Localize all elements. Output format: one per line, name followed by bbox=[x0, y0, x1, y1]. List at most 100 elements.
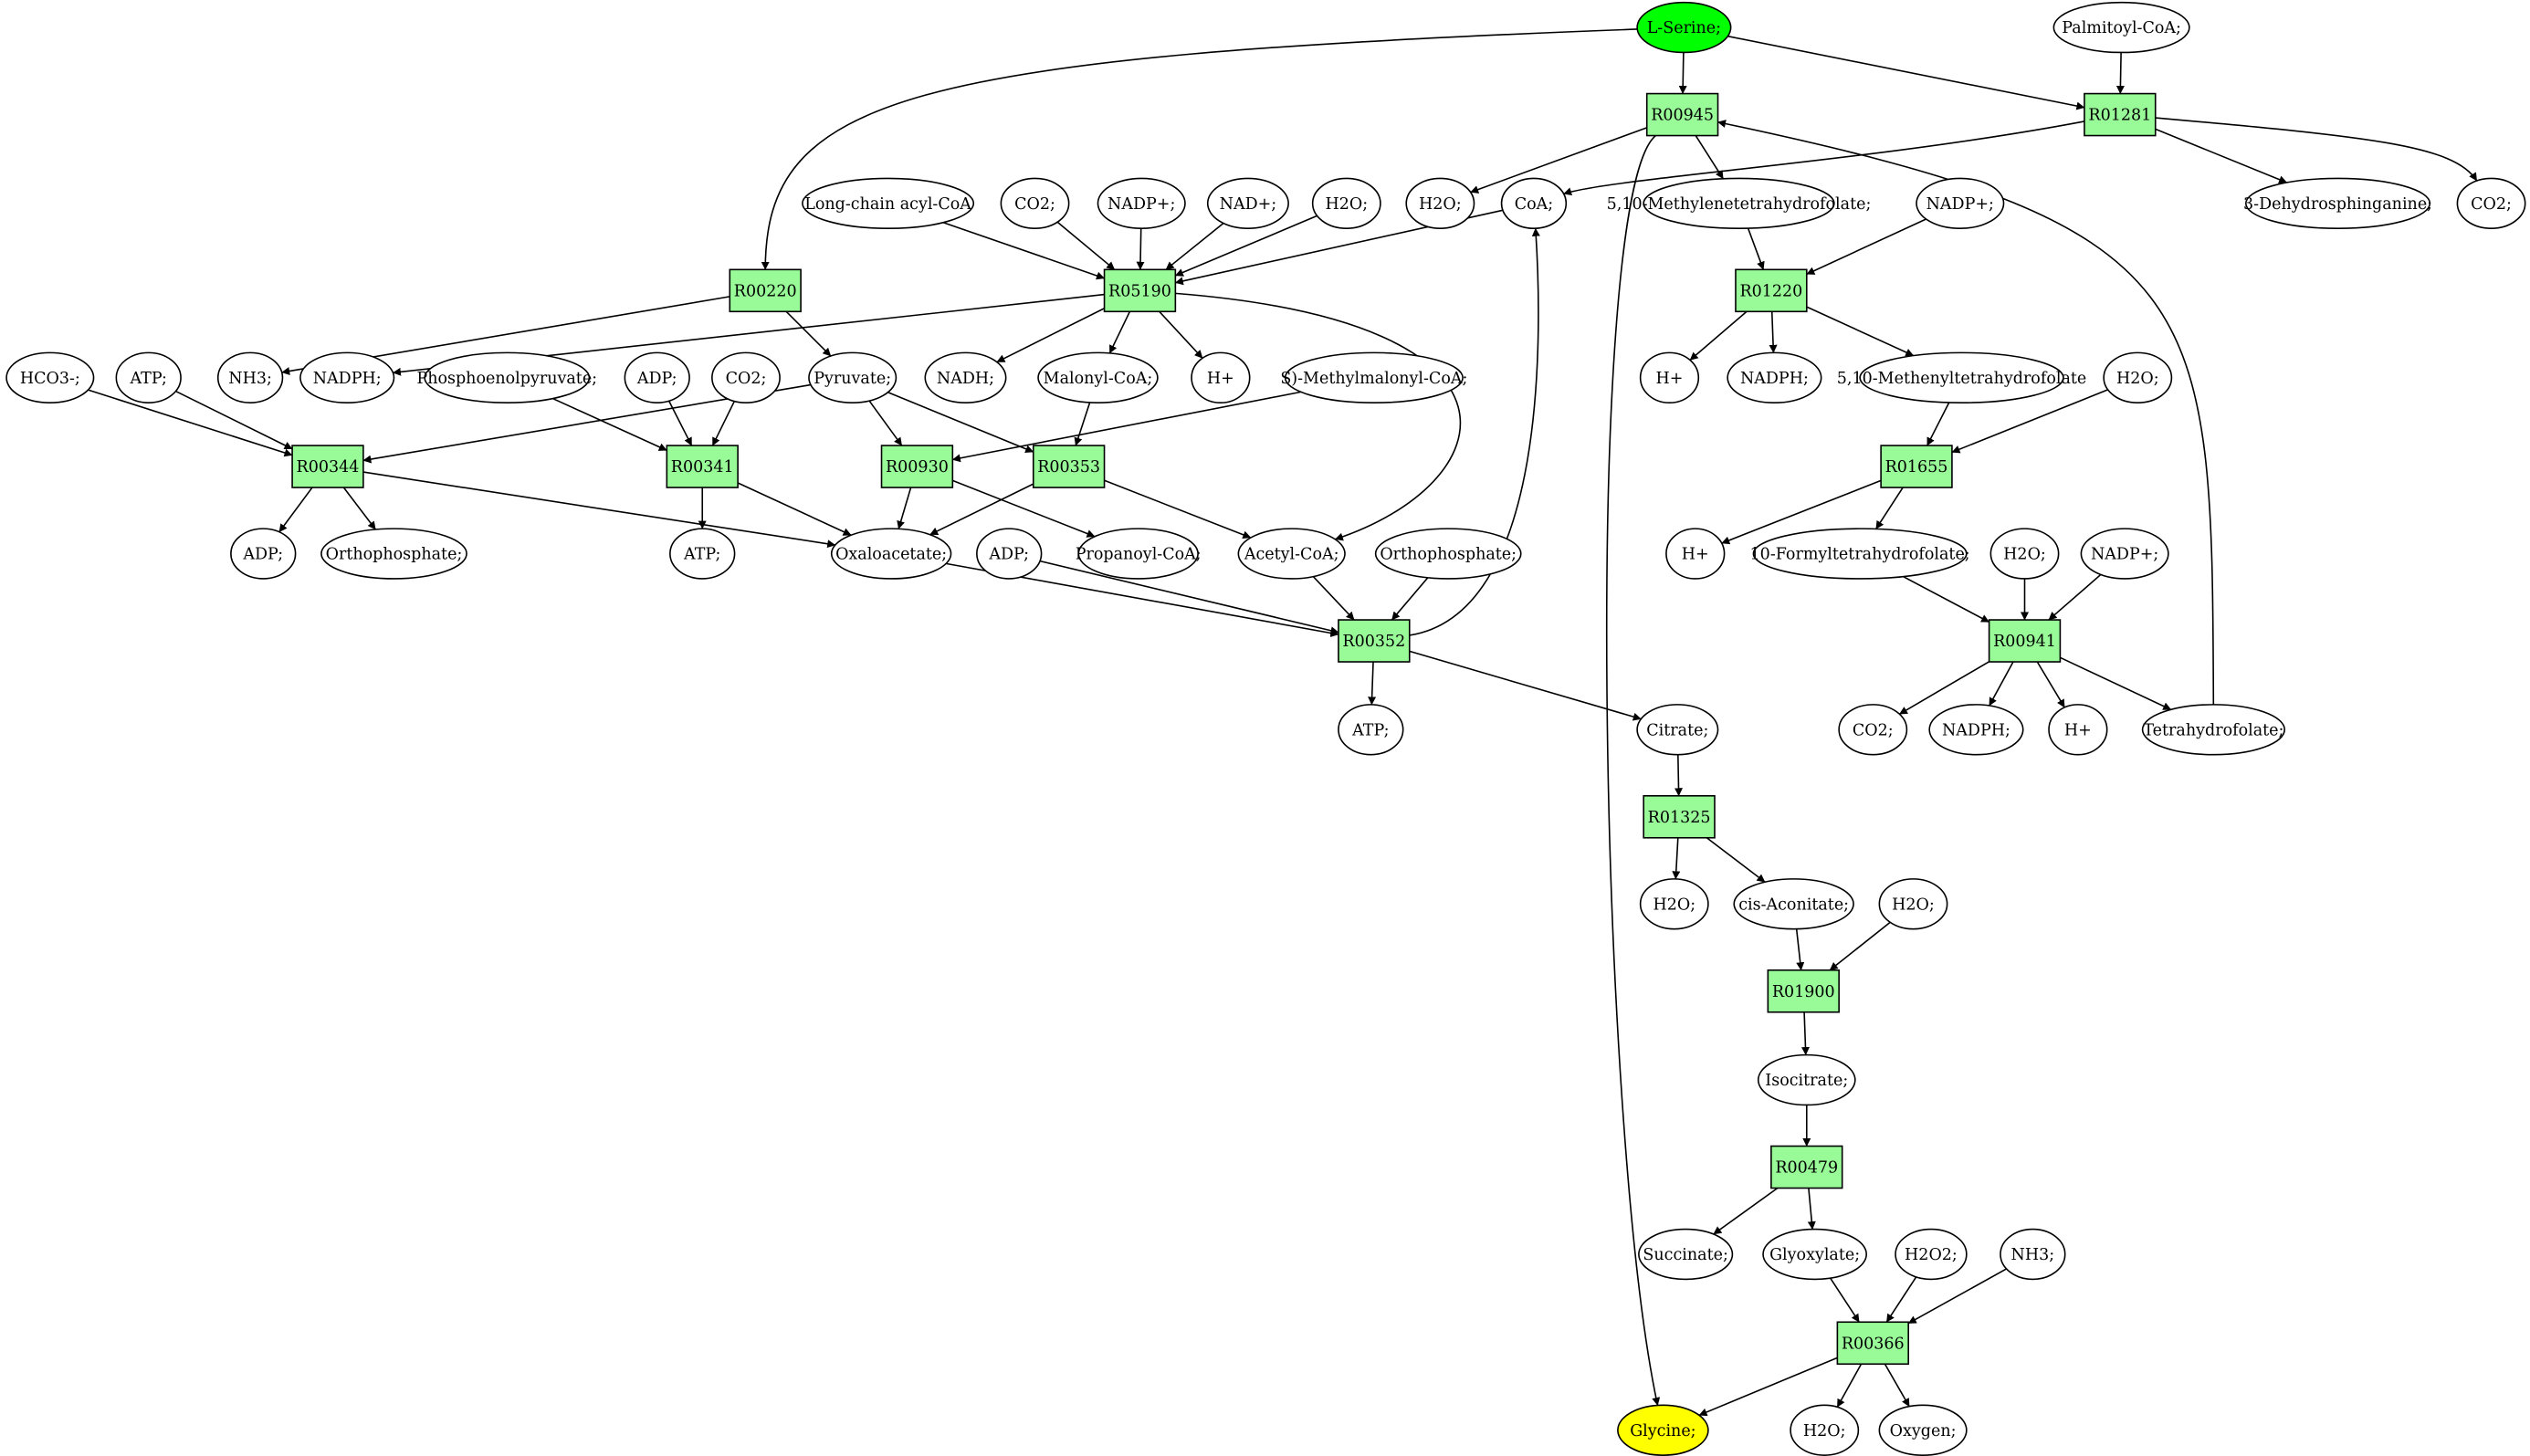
reaction-node-r01900[interactable]: R01900 bbox=[1767, 969, 1840, 1013]
metabolite-node-nadh[interactable]: NADH; bbox=[924, 351, 1007, 404]
edge-lcacoa-to-R05190 bbox=[942, 221, 1105, 280]
reaction-node-r01325[interactable]: R01325 bbox=[1643, 794, 1716, 839]
reaction-box bbox=[1988, 619, 2062, 663]
reaction-label: R05190 bbox=[1108, 282, 1171, 300]
metabolite-node-h2o_d[interactable]: H2O; bbox=[1989, 528, 2060, 580]
metabolite-node-h2o2[interactable]: H2O2; bbox=[1895, 1228, 1968, 1281]
metabolite-ellipse bbox=[1727, 351, 1822, 404]
metabolite-node-co2_d[interactable]: CO2; bbox=[1838, 704, 1908, 756]
metabolite-node-formyl[interactable]: 10-Formyltetrahydrofolate; bbox=[1750, 528, 1970, 580]
reaction-node-r01220[interactable]: R01220 bbox=[1735, 268, 1808, 313]
metabolite-node-hplus_a[interactable]: H+ bbox=[1191, 351, 1251, 404]
reaction-node-r00352[interactable]: R00352 bbox=[1338, 619, 1411, 663]
reaction-node-r00930[interactable]: R00930 bbox=[880, 445, 954, 488]
edge-h2o_b-to-R05190 bbox=[1174, 215, 1317, 277]
metabolite-node-smm[interactable]: S)-Methylmalonyl-CoA; bbox=[1280, 351, 1467, 404]
metabolite-node-adp_b[interactable]: ADP; bbox=[230, 528, 297, 580]
metabolite-node-h2o_g[interactable]: H2O; bbox=[1790, 1404, 1860, 1456]
metabolite-node-nadph_a[interactable]: NADPH; bbox=[299, 351, 395, 404]
reaction-node-r01655[interactable]: R01655 bbox=[1880, 445, 1953, 488]
edge-R01325-to-h2o_e bbox=[1672, 837, 1681, 880]
reaction-node-r00344[interactable]: R00344 bbox=[291, 445, 364, 488]
metabolite-node-malcoa[interactable]: Malonyl-CoA; bbox=[1037, 351, 1159, 404]
metabolite-ellipse bbox=[216, 351, 284, 404]
metabolite-node-adp_c[interactable]: ADP; bbox=[976, 528, 1043, 580]
edge-R00352-to-atp_c bbox=[1368, 661, 1377, 706]
metabolite-node-h2o_c[interactable]: H2O; bbox=[2103, 351, 2173, 404]
metabolite-ellipse bbox=[1077, 528, 1199, 580]
reaction-node-r05190[interactable]: R05190 bbox=[1103, 268, 1177, 313]
metabolite-node-ortho_b[interactable]: Orthophosphate; bbox=[1374, 528, 1522, 580]
metabolite-node-glycine[interactable]: Glycine; bbox=[1617, 1404, 1709, 1456]
metabolite-node-nadpp_b[interactable]: NADP+; bbox=[1097, 177, 1186, 230]
metabolite-node-palm[interactable]: Palmitoyl-CoA; bbox=[2052, 1, 2190, 54]
metabolite-node-atp_a[interactable]: ATP; bbox=[115, 351, 182, 404]
metabolite-node-h2o_a[interactable]: H2O; bbox=[1405, 177, 1475, 230]
metabolite-node-hplus_c[interactable]: H+ bbox=[1665, 528, 1726, 580]
metabolite-label: Orthophosphate; bbox=[1380, 546, 1517, 564]
reaction-node-r00479[interactable]: R00479 bbox=[1770, 1145, 1843, 1189]
edge-R00341-to-oaa bbox=[737, 482, 852, 536]
metabolite-node-coa[interactable]: CoA; bbox=[1500, 177, 1568, 230]
reaction-node-r00353[interactable]: R00353 bbox=[1032, 445, 1106, 488]
reaction-node-r00945[interactable]: R00945 bbox=[1645, 92, 1719, 137]
metabolite-node-serine[interactable]: L-Serine; bbox=[1636, 1, 1732, 54]
edge-R01281-to-dehydro bbox=[2155, 128, 2288, 183]
metabolite-node-co2_a[interactable]: CO2; bbox=[2456, 177, 2526, 230]
metabolite-node-nadph_b[interactable]: NADPH; bbox=[1727, 351, 1822, 404]
metabolite-node-co2_b[interactable]: CO2; bbox=[1000, 177, 1070, 230]
metabolite-node-meth510[interactable]: 5,10-Methylenetetrahydrofolate; bbox=[1607, 177, 1872, 230]
metabolite-node-hplus_b[interactable]: H+ bbox=[1639, 351, 1700, 404]
metabolite-node-nadph_c[interactable]: NADPH; bbox=[1928, 704, 2024, 756]
metabolite-ellipse bbox=[1191, 351, 1251, 404]
metabolite-node-oaa[interactable]: Oxaloacetate; bbox=[830, 528, 952, 580]
metabolite-node-pyr[interactable]: Pyruvate; bbox=[808, 351, 898, 404]
metabolite-node-nh3_b[interactable]: NH3; bbox=[2000, 1228, 2066, 1281]
metabolite-ellipse bbox=[2244, 177, 2431, 230]
metabolite-node-citrate[interactable]: Citrate; bbox=[1636, 704, 1719, 756]
metabolite-label: Glycine; bbox=[1630, 1422, 1695, 1440]
reaction-node-r01281[interactable]: R01281 bbox=[2084, 92, 2157, 137]
reaction-node-r00341[interactable]: R00341 bbox=[666, 445, 739, 488]
metabolite-node-menyl[interactable]: 5,10-Methenyltetrahydrofolate bbox=[1837, 351, 2086, 404]
metabolite-ellipse bbox=[1638, 1228, 1734, 1281]
metabolite-node-co2_c[interactable]: CO2; bbox=[711, 351, 781, 404]
metabolite-node-nadp_c[interactable]: NAD+; bbox=[1206, 177, 1289, 230]
metabolite-node-adp_a[interactable]: ADP; bbox=[624, 351, 690, 404]
metabolite-label: Long-chain acyl-CoA bbox=[804, 195, 971, 214]
metabolite-node-cisacon[interactable]: cis-Aconitate; bbox=[1733, 878, 1854, 930]
metabolite-node-propcoa[interactable]: Propanoyl-CoA; bbox=[1076, 528, 1202, 580]
metabolite-node-oxygen[interactable]: Oxygen; bbox=[1878, 1404, 1968, 1456]
reaction-node-r00941[interactable]: R00941 bbox=[1988, 619, 2062, 663]
metabolite-node-h2o_f[interactable]: H2O; bbox=[1878, 878, 1948, 930]
metabolite-node-ortho_a[interactable]: Orthophosphate; bbox=[320, 528, 467, 580]
metabolite-node-pep[interactable]: Phosphoenolpyruvate; bbox=[416, 351, 597, 404]
metabolite-label: Tetrahydrofolate; bbox=[2143, 721, 2283, 739]
metabolite-node-hplus_d[interactable]: H+ bbox=[2048, 704, 2108, 756]
metabolite-node-atp_c[interactable]: ATP; bbox=[1338, 704, 1404, 756]
metabolite-node-lcacoa[interactable]: Long-chain acyl-CoA bbox=[802, 177, 975, 230]
metabolite-node-nadpp_c[interactable]: NADP+; bbox=[2080, 528, 2169, 580]
edge-R00366-to-h2o_g bbox=[1836, 1363, 1863, 1408]
metabolite-node-succ[interactable]: Succinate; bbox=[1638, 1228, 1734, 1281]
reaction-node-r00366[interactable]: R00366 bbox=[1836, 1321, 1909, 1366]
edge-R00366-to-oxygen bbox=[1884, 1363, 1910, 1408]
metabolite-node-hco3[interactable]: HCO3-; bbox=[5, 351, 95, 404]
metabolite-node-h2o_b[interactable]: H2O; bbox=[1311, 177, 1381, 230]
reaction-node-r00220[interactable]: R00220 bbox=[729, 268, 802, 313]
metabolite-ellipse bbox=[2048, 704, 2108, 756]
metabolite-label: NADPH; bbox=[1942, 721, 2010, 739]
metabolite-ellipse bbox=[1928, 704, 2024, 756]
metabolite-node-atp_b[interactable]: ATP; bbox=[669, 528, 736, 580]
metabolite-node-h2o_e[interactable]: H2O; bbox=[1639, 878, 1709, 930]
metabolite-node-nh3_a[interactable]: NH3; bbox=[216, 351, 284, 404]
metabolite-node-glyox[interactable]: Glyoxylate; bbox=[1762, 1228, 1868, 1281]
edge-R00930-to-propcoa bbox=[952, 479, 1096, 538]
metabolite-node-isocit[interactable]: Isocitrate; bbox=[1757, 1053, 1856, 1106]
metabolite-node-acoa[interactable]: Acetyl-CoA; bbox=[1237, 528, 1346, 580]
metabolite-node-thf[interactable]: Tetrahydrofolate; bbox=[2141, 704, 2286, 756]
metabolite-node-dehydro[interactable]: 3-Dehydrosphinganine; bbox=[2243, 177, 2432, 230]
edge-R01220-to-hplus_b bbox=[1689, 310, 1748, 361]
edge-R01900-to-isocit bbox=[1800, 1011, 1810, 1056]
metabolite-node-nadpp_a[interactable]: NADP+; bbox=[1916, 177, 2005, 230]
